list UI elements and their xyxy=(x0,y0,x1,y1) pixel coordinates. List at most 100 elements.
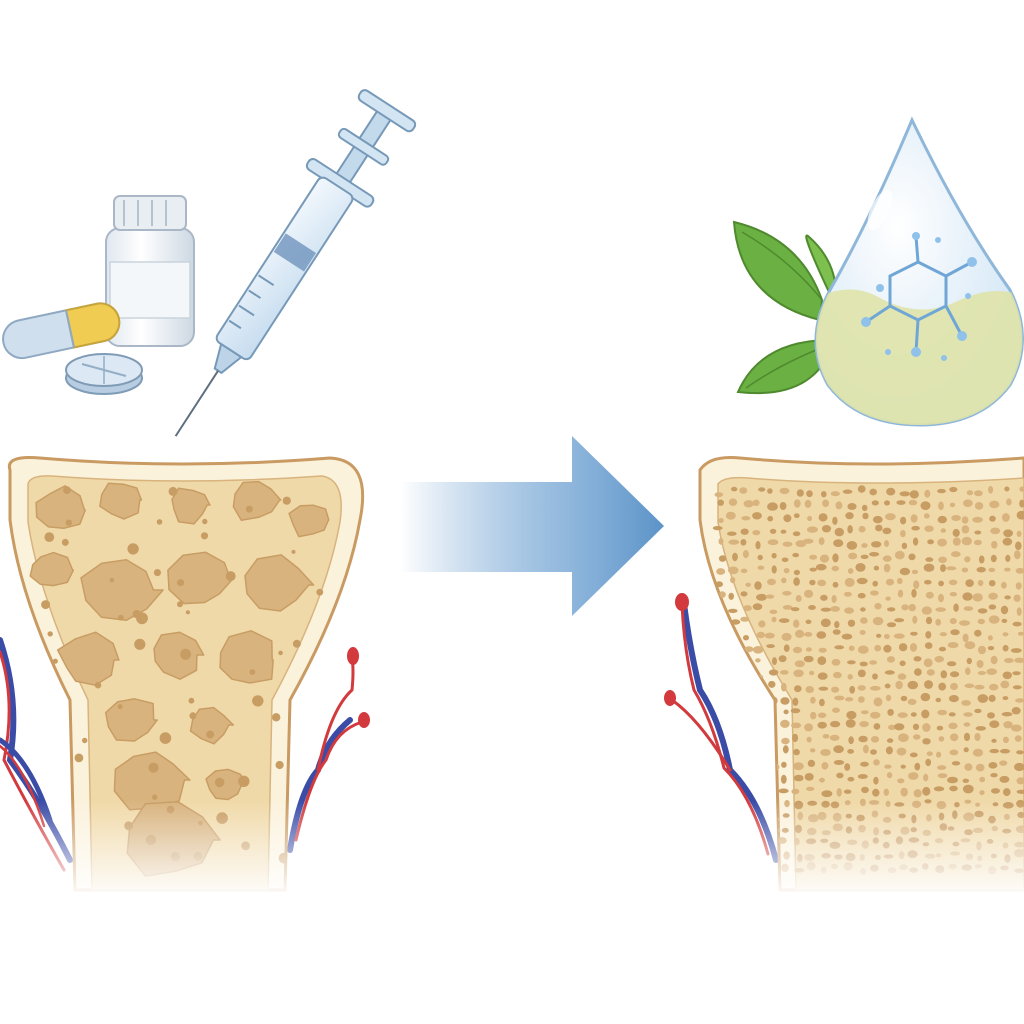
bone-pore xyxy=(883,788,889,796)
bone-pore xyxy=(923,773,929,782)
bone-pore xyxy=(758,487,766,492)
bone-pore xyxy=(780,670,789,675)
bone-pore xyxy=(742,764,753,770)
bone-pore xyxy=(783,709,789,715)
bone-pore xyxy=(781,557,789,563)
bone-pore xyxy=(860,617,868,624)
bone-pore xyxy=(961,516,969,524)
bone-pore xyxy=(1011,707,1021,715)
bone-pore xyxy=(849,685,856,694)
bone-pore xyxy=(796,489,804,497)
bone-pore xyxy=(752,530,761,536)
bone-pore xyxy=(989,720,1000,728)
bone-pore xyxy=(718,777,727,783)
bone-pore xyxy=(924,525,934,532)
bone-pore xyxy=(832,581,839,588)
bone-pore xyxy=(752,646,764,654)
bone-pore xyxy=(743,737,752,745)
bone-pore xyxy=(249,669,256,675)
bone-pore xyxy=(1002,671,1012,680)
bone-pore xyxy=(756,593,767,601)
bone-pore xyxy=(118,614,124,621)
bone-pore xyxy=(860,607,866,612)
bone-pore xyxy=(1019,486,1024,492)
bone-pore xyxy=(817,579,827,587)
bone-pore xyxy=(1014,657,1024,663)
bone-pore xyxy=(771,565,777,574)
bone-pore xyxy=(730,577,736,584)
bone-pore xyxy=(1010,648,1022,653)
bone-pore xyxy=(61,538,69,546)
bone-pore xyxy=(988,580,996,587)
bone-pore xyxy=(922,738,931,745)
bone-pore xyxy=(885,746,893,755)
bone-pore xyxy=(63,486,71,494)
bone-pore xyxy=(833,671,842,679)
bone-pore xyxy=(965,667,971,675)
bone-pore xyxy=(1002,736,1009,743)
bone-pore xyxy=(863,744,869,754)
bone-pore xyxy=(148,762,159,773)
arrow-right-icon xyxy=(400,436,664,616)
bone-pore xyxy=(923,563,935,572)
bone-pore xyxy=(766,711,773,716)
bone-pore xyxy=(962,778,970,783)
bone-pore xyxy=(793,774,804,782)
bone-pore xyxy=(884,764,892,769)
bone-pore xyxy=(847,776,855,782)
bone-pore xyxy=(780,774,787,784)
bone-pore xyxy=(886,772,893,779)
bone-pore xyxy=(843,591,852,597)
bone-pore xyxy=(949,502,956,508)
bone-pore xyxy=(989,748,1000,754)
bone-pore xyxy=(908,603,916,612)
bone-pore xyxy=(925,557,934,562)
bone-pore xyxy=(821,525,832,533)
bone-pore xyxy=(769,609,778,614)
bone-pore xyxy=(765,594,775,599)
bone-pore xyxy=(870,749,877,755)
bone-pore xyxy=(278,650,283,656)
bone-pore xyxy=(900,530,906,538)
bone-pore xyxy=(99,482,143,520)
bone-pore xyxy=(869,660,877,665)
bone-pore xyxy=(869,685,881,691)
bone-pore xyxy=(783,644,790,652)
bone-pore xyxy=(831,658,841,666)
bone-pore xyxy=(846,541,858,550)
bone-pore xyxy=(834,645,845,650)
bone-pore xyxy=(177,601,183,608)
bone-pore xyxy=(972,593,983,602)
bone-pore xyxy=(104,698,158,742)
bone-pore xyxy=(972,516,983,523)
bone-pore xyxy=(807,515,813,522)
bone-pore xyxy=(778,788,789,794)
bone-pore xyxy=(924,579,932,585)
bone-pore xyxy=(781,761,787,768)
bone-pore xyxy=(767,502,778,511)
bone-pore xyxy=(806,786,815,792)
bone-pore xyxy=(885,596,891,601)
bone-pore xyxy=(966,657,972,665)
bone-pore xyxy=(848,552,858,560)
bone-pore xyxy=(792,697,799,706)
bone-pore xyxy=(844,577,855,587)
bone-pore xyxy=(977,608,988,614)
bone-pore xyxy=(316,588,324,596)
bone-pore xyxy=(834,621,840,629)
bone-pore xyxy=(755,658,761,663)
bone-pore xyxy=(936,751,942,758)
bone-pore xyxy=(963,722,971,727)
bone-pore xyxy=(82,737,88,744)
bone-pore xyxy=(718,518,724,523)
bone-pore xyxy=(978,645,986,655)
bone-pore xyxy=(715,696,725,705)
bone-pore xyxy=(53,760,62,769)
bone-pore xyxy=(990,554,997,563)
bone-pore xyxy=(952,528,960,537)
bone-pore xyxy=(782,605,793,610)
bone-pore xyxy=(989,683,999,691)
bone-pore xyxy=(872,788,880,797)
bone-pore xyxy=(897,712,908,718)
